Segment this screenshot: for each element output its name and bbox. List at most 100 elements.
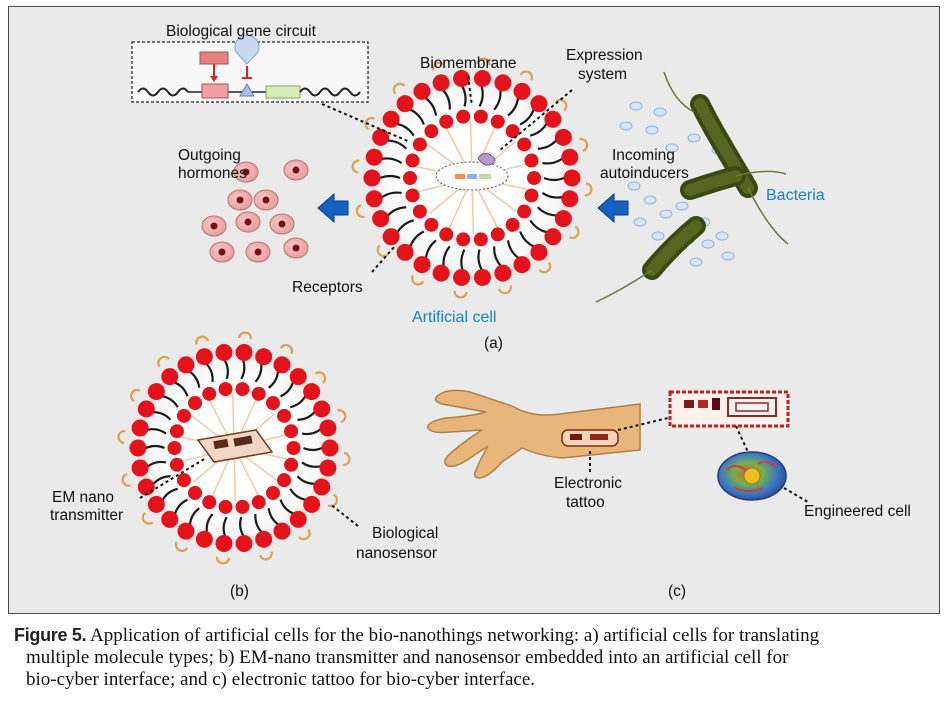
receptor-icon [258, 551, 273, 561]
autoinducer-icon [665, 143, 679, 153]
receptor-icon [355, 204, 365, 218]
incoming-label-1: Incoming [612, 147, 675, 164]
engineered-cell-icon [717, 451, 787, 501]
receptor-icon [538, 261, 552, 274]
autoinducer-icon [687, 133, 701, 143]
receptor-icon [579, 138, 589, 152]
caption-lead: Figure 5. [14, 625, 87, 645]
incoming-autoinducers [619, 101, 735, 267]
autoinducer-icon [715, 231, 729, 241]
hormone-icon [235, 211, 261, 233]
receptor-icon [298, 528, 311, 541]
hormone-icon [201, 215, 227, 237]
autoinducer-icon [659, 209, 673, 219]
autoinducer-icon [721, 251, 735, 261]
pointer-lines-a [321, 75, 573, 273]
expression-label-1: Expression [566, 47, 643, 64]
left-arrow-icon [317, 192, 349, 224]
autoinducer-icon [675, 201, 689, 211]
receptor-icon [342, 451, 351, 467]
expression-label-2: system [578, 66, 627, 83]
receptor-icon [237, 331, 253, 340]
sensor-label-1: Biological [372, 525, 438, 542]
receptor-icon [327, 493, 338, 508]
panel-b-letter: (b) [230, 583, 249, 600]
receptor-icon [215, 556, 231, 565]
gene-circuit-label: Biological gene circuit [166, 23, 317, 40]
receptor-icon [174, 541, 189, 552]
receptor-icon [364, 117, 375, 131]
receptor-icon [279, 344, 294, 355]
caption-line-2: multiple molecule types; b) EM-nano tran… [26, 647, 789, 668]
receptor-icon [555, 98, 568, 112]
autoinducer-icon [629, 101, 643, 111]
receptor-icon [476, 57, 491, 66]
autoinducer-icon [627, 181, 641, 191]
biomembrane-label: Biomembrane [420, 55, 517, 72]
receptor-icon [195, 335, 210, 345]
receptor-icon [584, 182, 593, 197]
hormone-icon [283, 237, 309, 259]
outgoing-label-2: hormones [178, 165, 247, 182]
left-arrow-icon [597, 192, 629, 224]
arm-hand-icon [427, 389, 641, 479]
incoming-label-2: autoinducers [600, 165, 689, 182]
receptor-icon [157, 355, 170, 368]
outgoing-label-1: Outgoing [178, 147, 241, 164]
outgoing-hormones [201, 159, 309, 263]
hormone-icon [227, 189, 253, 211]
autoinducer-icon [701, 239, 715, 249]
artificial-cell-label: Artificial cell [412, 309, 496, 326]
hormone-icon [245, 241, 271, 263]
caption-line-3: bio-cyber interface; and c) electronic t… [26, 669, 536, 690]
receptor-icon [411, 275, 425, 286]
em-nano-transmitter-icon [196, 429, 274, 463]
receptor-icon [432, 61, 446, 71]
autoinducer-icon [653, 107, 667, 117]
sensor-label-2: nanosensor [356, 545, 437, 562]
autoinducer-icon [633, 217, 647, 227]
hormone-icon [269, 213, 295, 235]
receptor-icon [141, 512, 154, 525]
bacteria-icon [595, 71, 789, 303]
hormone-icon [283, 159, 309, 181]
receptor-icon [519, 70, 533, 81]
bacteria-label: Bacteria [766, 187, 825, 204]
receptor-icon [453, 290, 468, 299]
expression-system-icon [435, 152, 509, 191]
pointer-lines-b [139, 457, 359, 527]
receptor-icon [117, 429, 126, 445]
receptor-icon [130, 388, 141, 403]
autoinducer-icon [643, 195, 657, 205]
em-label-1: EM nano [52, 489, 114, 506]
receptor-icon [314, 371, 327, 384]
tattoo-chip-icon [668, 390, 790, 428]
hormone-icon [253, 189, 279, 211]
receptor-icon [569, 225, 580, 239]
pointer-lines-c [589, 417, 809, 503]
autoinducer-icon [689, 257, 703, 267]
tattoo-label-2: tattoo [566, 494, 605, 511]
figure-illustration: Biological gene circuit Biomembrane Expr… [50, 23, 911, 600]
engineered-label: Engineered cell [804, 503, 911, 520]
arrow-icons [317, 192, 629, 224]
hormone-icon [209, 241, 235, 263]
autoinducer-icon [619, 121, 633, 131]
autoinducer-icon [651, 231, 665, 241]
caption-line-1: Application of artificial cells for the … [90, 625, 820, 646]
receptors-label: Receptors [292, 279, 363, 296]
receptor-icon [392, 82, 406, 95]
receptor-icon [376, 244, 389, 258]
electronic-tattoo-icon [561, 429, 619, 447]
figure-caption: Figure 5. Application of artificial cell… [14, 624, 934, 691]
tattoo-label-1: Electronic [554, 475, 622, 492]
receptor-icon [498, 285, 512, 295]
gene-circuit-box [131, 34, 369, 103]
hormone-icon [233, 161, 259, 183]
em-label-2: transmitter [50, 507, 123, 524]
receptor-icon [337, 409, 347, 424]
panel-a-letter: (a) [484, 335, 503, 352]
autoinducer-icon [645, 125, 659, 135]
receptor-icon [351, 159, 360, 174]
receptor-icon [121, 472, 131, 487]
